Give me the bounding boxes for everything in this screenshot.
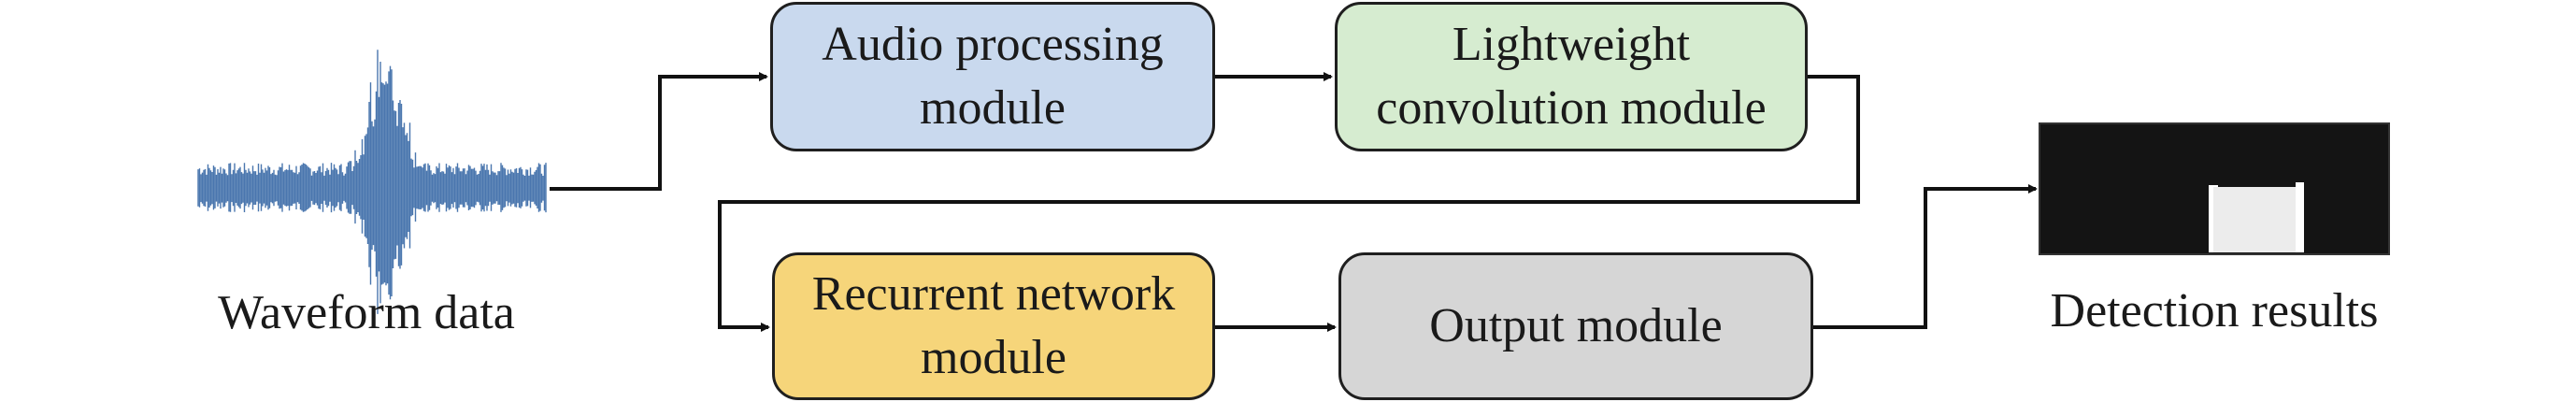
audio-processing-module: Audio processing module xyxy=(770,2,1215,151)
waveform-trace xyxy=(197,50,547,314)
arrow-output-to-results xyxy=(1813,184,2038,329)
output-module-label: Output module xyxy=(1429,299,1723,353)
lightweight-convolution-module: Lightweight convolution module xyxy=(1335,2,1808,151)
lightweight-convolution-label-line1: Lightweight xyxy=(1452,18,1691,72)
arrow-conv-to-rnn xyxy=(718,75,1860,332)
output-module: Output module xyxy=(1338,252,1813,400)
audio-processing-label-line2: module xyxy=(920,81,1066,135)
recurrent-network-module: Recurrent network module xyxy=(772,252,1215,400)
recurrent-network-label-line2: module xyxy=(921,331,1066,384)
audio-processing-label-line1: Audio processing xyxy=(822,18,1164,72)
arrow-waveform-to-audio xyxy=(550,72,768,191)
lightweight-convolution-label-line2: convolution module xyxy=(1376,81,1767,135)
waveform-plot xyxy=(197,50,547,314)
detection-results-image xyxy=(2039,122,2390,255)
recurrent-network-label-line1: Recurrent network xyxy=(811,267,1176,322)
detection-results-caption: Detection results xyxy=(2050,284,2379,337)
connectors xyxy=(550,72,2038,332)
waveform-data-caption: Waveform data xyxy=(218,286,515,339)
